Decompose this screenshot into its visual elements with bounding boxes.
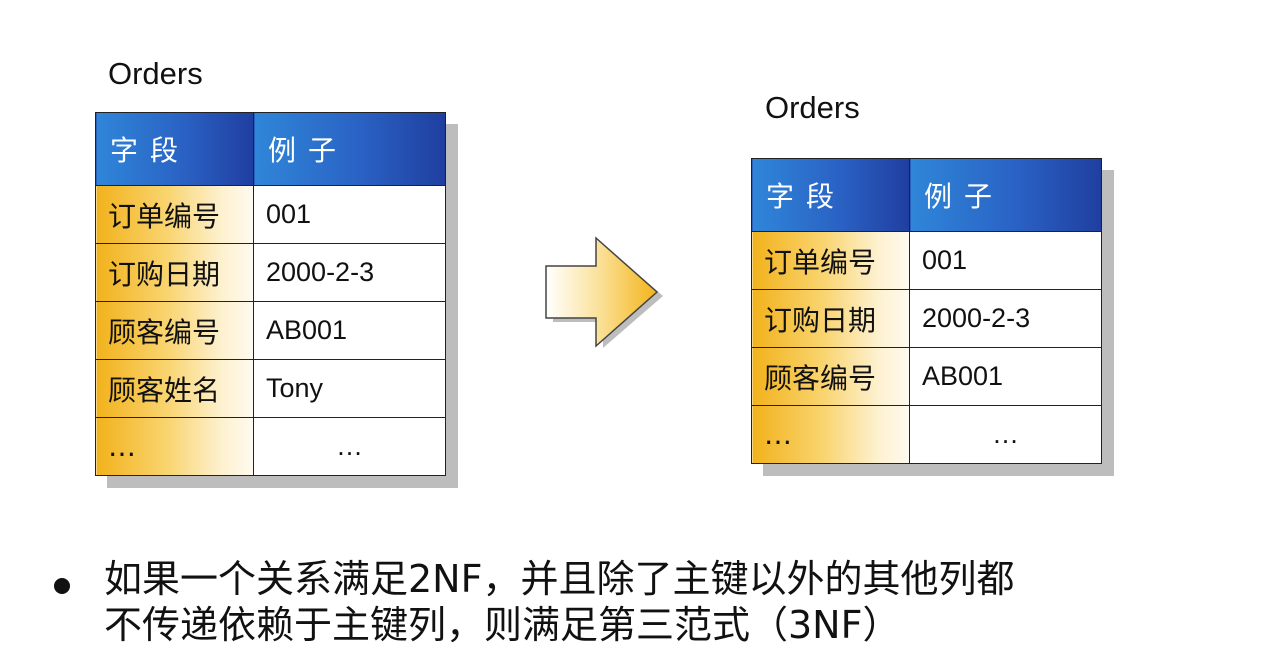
table-row: … … (751, 405, 1102, 464)
header-field: 字段 (95, 112, 254, 186)
example-cell: 001 (909, 231, 1102, 290)
table-row: … … (95, 417, 446, 476)
right-table-title: Orders (765, 90, 860, 125)
field-cell: … (95, 417, 254, 476)
right-orders-table: 字段 例子 订单编号 001 订购日期 2000-2-3 顾客编号 AB001 … (751, 158, 1102, 464)
table-row: 订购日期 2000-2-3 (95, 243, 446, 302)
table-row: 顾客姓名 Tony (95, 359, 446, 418)
table-row: 订购日期 2000-2-3 (751, 289, 1102, 348)
field-cell: 订购日期 (751, 289, 910, 348)
field-cell: 订单编号 (95, 185, 254, 244)
table-header-row: 字段 例子 (751, 158, 1102, 232)
bullet-icon (54, 578, 70, 594)
field-cell: … (751, 405, 910, 464)
bullet-line-2: 不传递依赖于主键列，则满足第三范式（3NF） (104, 603, 901, 647)
example-cell: 2000-2-3 (253, 243, 446, 302)
example-cell: AB001 (253, 301, 446, 360)
field-cell: 顾客姓名 (95, 359, 254, 418)
example-cell: Tony (253, 359, 446, 418)
example-cell: 001 (253, 185, 446, 244)
bullet-text: 如果一个关系满足2NF，并且除了主键以外的其他列都 不传递依赖于主键列，则满足第… (104, 556, 1254, 648)
example-cell: 2000-2-3 (909, 289, 1102, 348)
bullet-line-1: 如果一个关系满足2NF，并且除了主键以外的其他列都 (104, 557, 1015, 601)
example-cell: AB001 (909, 347, 1102, 406)
table-header-row: 字段 例子 (95, 112, 446, 186)
field-cell: 订单编号 (751, 231, 910, 290)
header-field: 字段 (751, 158, 910, 232)
header-example: 例子 (253, 112, 446, 186)
table-row: 顾客编号 AB001 (751, 347, 1102, 406)
table-row: 顾客编号 AB001 (95, 301, 446, 360)
field-cell: 顾客编号 (751, 347, 910, 406)
left-table-title: Orders (108, 56, 203, 91)
right-arrow-icon (545, 236, 663, 348)
field-cell: 顾客编号 (95, 301, 254, 360)
table-row: 订单编号 001 (95, 185, 446, 244)
example-cell: … (253, 417, 446, 476)
example-cell: … (909, 405, 1102, 464)
header-example: 例子 (909, 158, 1102, 232)
left-orders-table: 字段 例子 订单编号 001 订购日期 2000-2-3 顾客编号 AB001 … (95, 112, 446, 476)
field-cell: 订购日期 (95, 243, 254, 302)
table-row: 订单编号 001 (751, 231, 1102, 290)
